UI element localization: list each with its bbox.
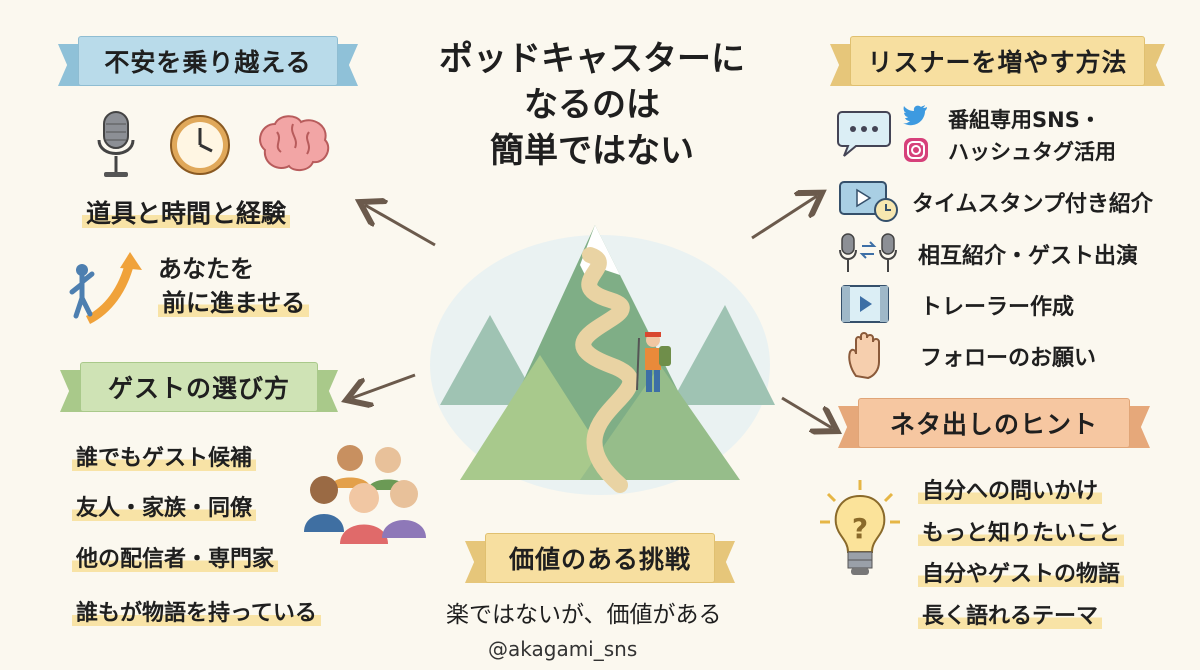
twitter-icon (903, 105, 927, 126)
title-line-2: なるのは (524, 85, 660, 125)
video-clock-icon (839, 181, 898, 222)
instagram-icon (904, 138, 928, 162)
brain-icon (259, 115, 330, 172)
author-handle: @akagami_sns (488, 637, 638, 661)
ideas-item-4: 長く語れるテーマ (918, 598, 1103, 630)
microphone-icon (97, 111, 135, 177)
lightbulb-icon: ? (820, 480, 900, 575)
ideas-item-1: 自分への問いかけ (918, 473, 1103, 505)
svg-text:?: ? (852, 512, 868, 545)
guests-item-3: 他の配信者・専門家 (72, 541, 279, 573)
challenge-caption: 楽ではないが、価値がある (446, 602, 722, 628)
hiker (636, 332, 671, 392)
listeners-item-5: トレーラー作成 (920, 295, 1075, 320)
listeners-item-4: 相互紹介・ゲスト出演 (918, 244, 1139, 269)
mountain-illustration (430, 225, 775, 495)
guests-item-2: 友人・家族・同僚 (72, 490, 257, 522)
mic-swap-icon (839, 233, 897, 272)
ideas-heading: ネタ出しのヒント (838, 398, 1150, 448)
title-line-1: ポッドキャスターに (439, 39, 745, 79)
guests-item-1: 誰でもゲスト候補 (72, 440, 257, 472)
guests-heading: ゲストの選び方 (60, 362, 338, 412)
clock-icon (170, 115, 230, 175)
ideas-item-2: もっと知りたいこと (918, 515, 1125, 547)
people-group-icon (304, 445, 426, 544)
hand-icon (848, 332, 880, 380)
ideas-item-3: 自分やゲストの物語 (918, 556, 1125, 588)
chat-bubble-icon (837, 111, 891, 157)
listeners-item-1: 番組専用SNS・ ハッシュタグ活用 (948, 108, 1116, 164)
listeners-item-6: フォローのお願い (920, 346, 1097, 371)
challenge-heading: 価値のある挑戦 (465, 533, 735, 583)
film-icon (841, 285, 889, 323)
anxiety-item-1: 道具と時間と経験 (82, 194, 291, 230)
page-title: ポッドキャスターに なるのは 簡単ではない (412, 36, 772, 174)
climber-arrow-icon (69, 252, 142, 325)
listeners-item-3: タイムスタンプ付き紹介 (912, 192, 1153, 217)
listeners-heading: リスナーを増やす方法 (830, 36, 1165, 86)
anxiety-item-2: あなたを 前に進ませる (158, 252, 310, 320)
title-line-3: 簡単ではない (490, 131, 694, 171)
anxiety-heading: 不安を乗り越える (58, 36, 358, 86)
guests-item-4: 誰もが物語を持っている (72, 595, 321, 627)
